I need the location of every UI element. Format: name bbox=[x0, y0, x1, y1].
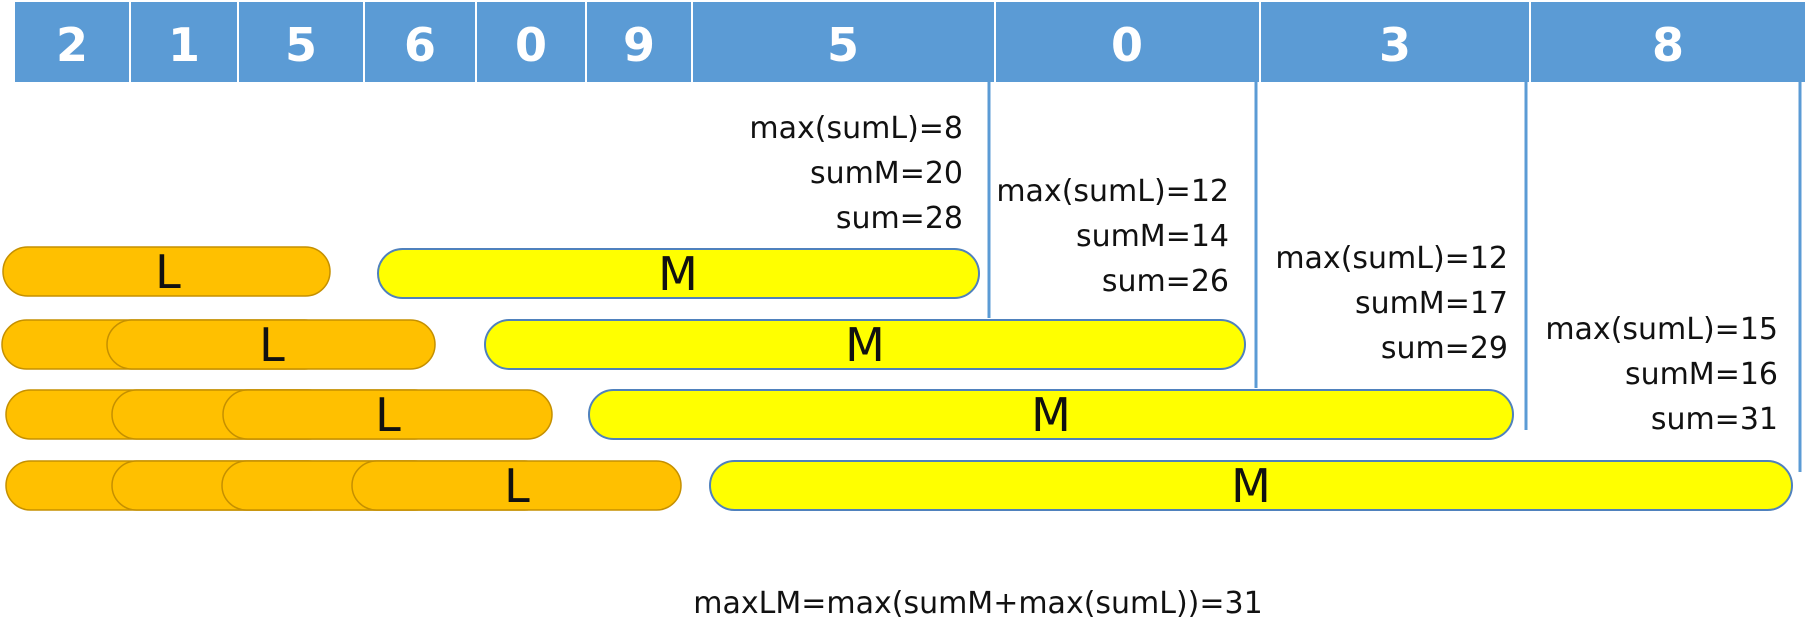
digit-label: 5 bbox=[827, 18, 859, 72]
summ-text: sumM=16 bbox=[1625, 357, 1778, 392]
digit-cell bbox=[131, 2, 237, 82]
l-label: L bbox=[504, 459, 530, 513]
max-suml-text: max(sumL)=12 bbox=[1275, 241, 1508, 276]
digit-cell bbox=[15, 2, 129, 82]
m-label: M bbox=[658, 247, 698, 301]
summ-text: sumM=20 bbox=[810, 156, 963, 191]
l-segment bbox=[351, 460, 682, 511]
digit-label: 2 bbox=[56, 18, 88, 72]
summ-text: sumM=17 bbox=[1355, 286, 1508, 321]
digit-cell bbox=[1531, 2, 1805, 82]
l-segment bbox=[2, 246, 331, 297]
row-3: L M bbox=[5, 388, 1514, 442]
digit-array: 2 1 5 6 0 9 5 0 3 8 bbox=[15, 2, 1805, 82]
digit-label: 1 bbox=[168, 18, 200, 72]
digit-cell bbox=[365, 2, 475, 82]
summ-text: sumM=14 bbox=[1076, 219, 1229, 254]
digit-cell bbox=[477, 2, 585, 82]
digit-cell bbox=[239, 2, 363, 82]
digit-label: 5 bbox=[285, 18, 317, 72]
m-label: M bbox=[1031, 388, 1071, 442]
l-label: L bbox=[375, 388, 401, 442]
l-segment bbox=[222, 389, 553, 440]
annotation-4: max(sumL)=15 sumM=16 sum=31 bbox=[1545, 312, 1778, 437]
sum-text: sum=29 bbox=[1381, 331, 1508, 366]
sum-text: sum=28 bbox=[836, 201, 963, 236]
digit-label: 0 bbox=[1111, 18, 1143, 72]
l-label: L bbox=[155, 245, 181, 299]
digit-label: 3 bbox=[1379, 18, 1411, 72]
row-4: L M bbox=[5, 459, 1793, 513]
m-segment bbox=[484, 319, 1246, 370]
annotation-2: max(sumL)=12 sumM=14 sum=26 bbox=[996, 174, 1229, 299]
m-segment bbox=[377, 248, 980, 299]
annotation-1: max(sumL)=8 sumM=20 sum=28 bbox=[749, 111, 963, 236]
digit-cell bbox=[996, 2, 1259, 82]
digit-label: 0 bbox=[515, 18, 547, 72]
m-label: M bbox=[1231, 459, 1271, 513]
sum-text: sum=26 bbox=[1102, 264, 1229, 299]
formula-text: maxLM=max(sumM+max(sumL))=31 bbox=[693, 586, 1262, 621]
digit-label: 9 bbox=[623, 18, 655, 72]
l-label: L bbox=[259, 318, 285, 372]
max-suml-text: max(sumL)=8 bbox=[749, 111, 963, 146]
digit-label: 8 bbox=[1652, 18, 1684, 72]
annotation-3: max(sumL)=12 sumM=17 sum=29 bbox=[1275, 241, 1508, 366]
row-2: L M bbox=[1, 318, 1246, 372]
digit-cell bbox=[587, 2, 691, 82]
m-segment bbox=[588, 389, 1514, 440]
digit-cell bbox=[693, 2, 994, 82]
digit-label: 6 bbox=[404, 18, 436, 72]
max-suml-text: max(sumL)=12 bbox=[996, 174, 1229, 209]
digit-cell bbox=[1261, 2, 1529, 82]
m-segment bbox=[709, 460, 1793, 511]
split-lines bbox=[987, 82, 1802, 472]
sum-text: sum=31 bbox=[1651, 402, 1778, 437]
m-label: M bbox=[845, 318, 885, 372]
row-1: L M bbox=[2, 245, 980, 301]
l-segment bbox=[106, 319, 436, 370]
max-suml-text: max(sumL)=15 bbox=[1545, 312, 1778, 347]
